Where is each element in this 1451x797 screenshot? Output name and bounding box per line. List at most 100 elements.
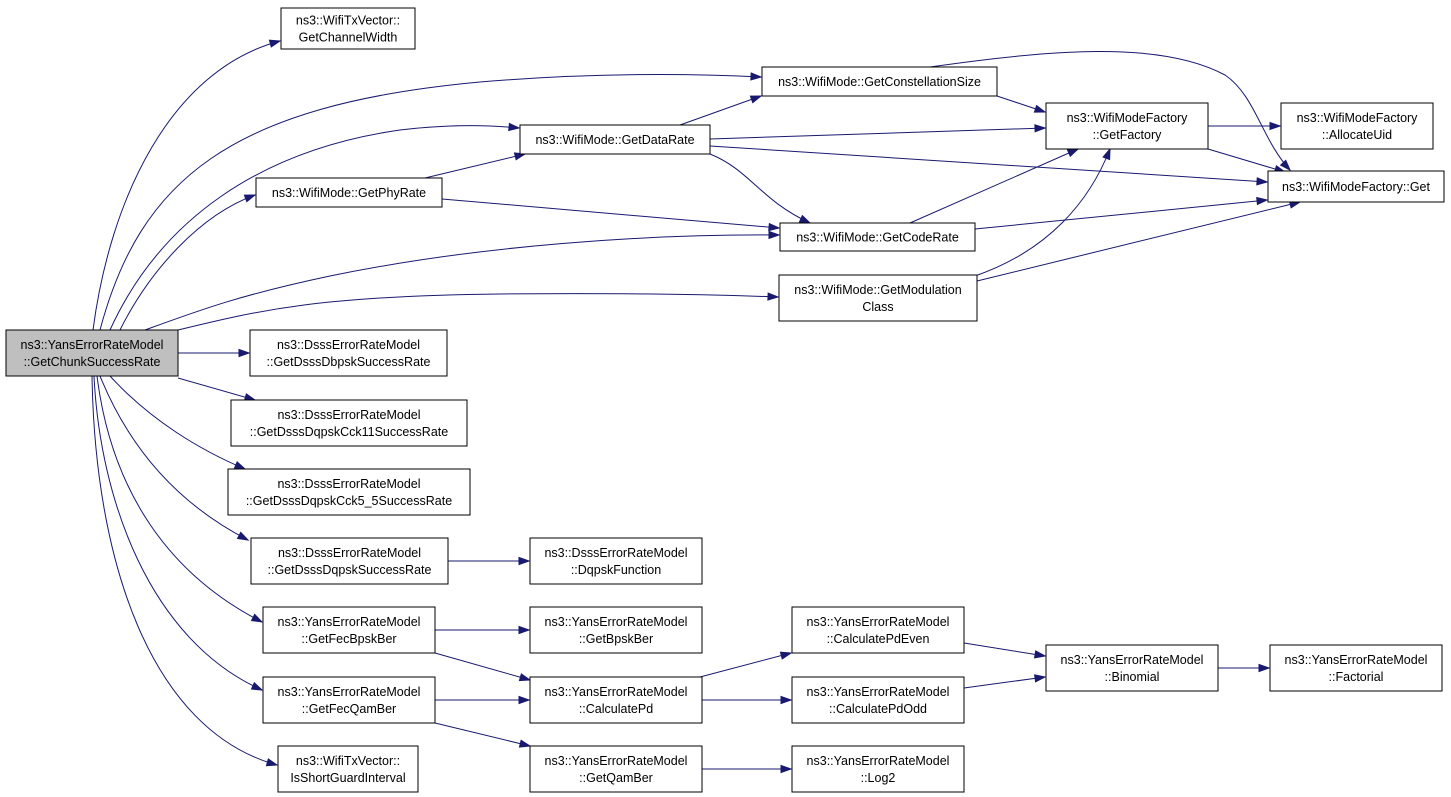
node-yans-qamber[interactable]: ns3::YansErrorRateModel::GetQamBer — [529, 745, 703, 793]
node-label-line: Class — [862, 300, 893, 314]
node-label-line: ::Binomial — [1105, 670, 1160, 684]
node-yans-fecbpsk[interactable]: ns3::YansErrorRateModel::GetFecBpskBer — [262, 606, 436, 654]
node-label-line: ::GetDsssDqpskCck11SuccessRate — [250, 425, 448, 439]
edge-yans_fecbpsk-to-yans_bpskber — [435, 625, 531, 635]
edge-root-to-txv_cw — [92, 39, 282, 331]
edge-yans_fecbpsk-to-yans_cpd — [434, 652, 532, 682]
node-label-line: ::GetFecQamBer — [302, 702, 396, 716]
node-yans-cpd[interactable]: ns3::YansErrorRateModel::CalculatePd — [529, 676, 703, 724]
edge-arrowhead — [265, 758, 279, 767]
edge-line — [1207, 148, 1286, 173]
edge-line — [963, 676, 1046, 689]
node-label-line: ns3::WifiMode::GetConstellationSize — [778, 75, 981, 89]
edge-arrowhead — [798, 214, 812, 224]
edge-line — [976, 201, 1301, 282]
node-wm-dr[interactable]: ns3::WifiMode::GetDataRate — [519, 124, 711, 155]
node-yans-fact[interactable]: ns3::YansErrorRateModel::Factorial — [1269, 644, 1443, 692]
node-wmf-gf[interactable]: ns3::WifiModeFactory::GetFactory — [1045, 102, 1209, 150]
node-label-line: ns3::WifiModeFactory — [1067, 111, 1189, 125]
node-label-line: ns3::WifiModeFactory — [1297, 111, 1419, 125]
edge-root-to-dsss_dqpsk — [99, 375, 250, 541]
edge-line — [434, 652, 531, 681]
edge-arrowhead — [749, 95, 763, 104]
node-yans-cpde[interactable]: ns3::YansErrorRateModel::CalculatePdEven — [791, 606, 965, 654]
node-label-line: ::CalculatePdEven — [827, 632, 930, 646]
node-txv-sgi[interactable]: ns3::WifiTxVector::IsShortGuardInterval — [277, 745, 419, 793]
edge-line — [177, 377, 256, 401]
node-wm-cr[interactable]: ns3::WifiMode::GetCodeRate — [779, 222, 976, 252]
edge-arrowhead — [1258, 663, 1271, 673]
node-box — [227, 468, 471, 516]
node-dsss-dbpsk[interactable]: ns3::DsssErrorRateModel::GetDsssDbpskSuc… — [249, 329, 448, 377]
node-box — [249, 329, 448, 377]
node-label-line: ns3::WifiMode::GetPhyRate — [272, 186, 426, 200]
node-yans-binom[interactable]: ns3::YansErrorRateModel::Binomial — [1045, 644, 1219, 692]
edge-line — [424, 153, 526, 179]
edge-wm_dr-to-wm_cs — [679, 95, 763, 126]
node-label-line: ns3::DsssErrorRateModel — [278, 546, 421, 560]
node-dsss-dqf[interactable]: ns3::DsssErrorRateModel::DqpskFunction — [529, 537, 703, 585]
edge-yans_binom-to-yans_fact — [1218, 663, 1271, 673]
node-label-line: ns3::WifiTxVector:: — [296, 754, 400, 768]
node-dsss-cck55[interactable]: ns3::DsssErrorRateModel::GetDsssDqpskCck… — [227, 468, 471, 516]
edge-arrowhead — [750, 72, 763, 81]
edge-arrowhead — [518, 625, 531, 635]
node-yans-fecqam[interactable]: ns3::YansErrorRateModel::GetFecQamBer — [262, 676, 436, 724]
node-wmf-get[interactable]: ns3::WifiModeFactory::Get — [1267, 170, 1445, 203]
edge-arrowhead — [268, 39, 282, 48]
edge-root-to-yans_fecqam — [93, 375, 264, 691]
node-label-line: ::GetDsssDqpskCck5_5SuccessRate — [246, 494, 452, 508]
edge-yans_cpde-to-yans_binom — [963, 642, 1047, 659]
node-box — [519, 124, 711, 155]
node-label-line: ::Factorial — [1329, 670, 1384, 684]
edge-arrowhead — [518, 695, 531, 705]
node-wmf-au[interactable]: ns3::WifiModeFactory::AllocateUid — [1280, 102, 1434, 150]
node-label-line: ns3::YansErrorRateModel — [545, 685, 688, 699]
edge-arrowhead — [1256, 196, 1269, 206]
node-yans-bpskber[interactable]: ns3::YansErrorRateModel::GetBpskBer — [529, 606, 703, 654]
node-label-line: ns3::YansErrorRateModel — [807, 754, 950, 768]
edge-wm_mc-to-wmf_gf — [974, 147, 1111, 277]
edge-root-to-dsss_cck55 — [109, 375, 247, 470]
node-label-line: ns3::YansErrorRateModel — [1285, 653, 1428, 667]
edge-line — [144, 234, 780, 331]
node-yans-cpdo[interactable]: ns3::YansErrorRateModel::CalculatePdOdd — [791, 676, 965, 724]
node-wm-cs[interactable]: ns3::WifiMode::GetConstellationSize — [761, 66, 998, 97]
edge-yans_cpd-to-yans_cpdo — [702, 695, 793, 705]
edge-root-to-wm_cr — [144, 230, 781, 331]
node-box — [277, 745, 419, 793]
node-label-line: ::Log2 — [861, 771, 896, 785]
node-box — [1269, 644, 1443, 692]
node-label-line: ::GetFecBpskBer — [301, 632, 396, 646]
edge-line — [92, 40, 281, 331]
edge-arrowhead — [768, 222, 781, 232]
node-txv-cw[interactable]: ns3::WifiTxVector::GetChannelWidth — [280, 7, 416, 50]
edge-line — [974, 148, 1111, 277]
node-label-line: ns3::WifiModeFactory::Get — [1282, 180, 1430, 194]
edge-yans_cpd-to-yans_cpde — [699, 651, 793, 678]
edge-root-to-dsss_dbpsk — [178, 348, 251, 358]
node-box — [262, 676, 436, 724]
edge-arrowhead — [250, 613, 264, 623]
node-dsss-dqpsk[interactable]: ns3::DsssErrorRateModel::GetDsssDqpskSuc… — [250, 537, 449, 585]
node-wm-pr[interactable]: ns3::WifiMode::GetPhyRate — [255, 177, 443, 208]
node-root[interactable]: ns3::YansErrorRateModel::GetChunkSuccess… — [5, 329, 179, 377]
node-box — [791, 606, 965, 654]
node-box — [791, 676, 965, 724]
edge-arrowhead — [1034, 674, 1047, 683]
node-yans-log2[interactable]: ns3::YansErrorRateModel::Log2 — [791, 745, 965, 793]
edge-line — [709, 127, 1046, 140]
edge-arrowhead — [1256, 177, 1269, 186]
edge-line — [699, 652, 792, 678]
node-label-line: ns3::WifiMode::GetDataRate — [535, 133, 694, 147]
edge-line — [109, 375, 246, 470]
node-dsss-cck11[interactable]: ns3::DsssErrorRateModel::GetDsssDqpskCck… — [230, 399, 468, 447]
edge-wm_dr-to-wmf_gf — [709, 124, 1047, 140]
node-label-line: ns3::YansErrorRateModel — [21, 338, 164, 352]
edge-line — [91, 375, 278, 766]
edge-arrowhead — [1033, 104, 1047, 113]
node-label-line: ::GetDsssDbpskSuccessRate — [267, 355, 431, 369]
node-label-line: ::GetQamBer — [579, 771, 653, 785]
node-label-line: ns3::DsssErrorRateModel — [277, 477, 420, 491]
